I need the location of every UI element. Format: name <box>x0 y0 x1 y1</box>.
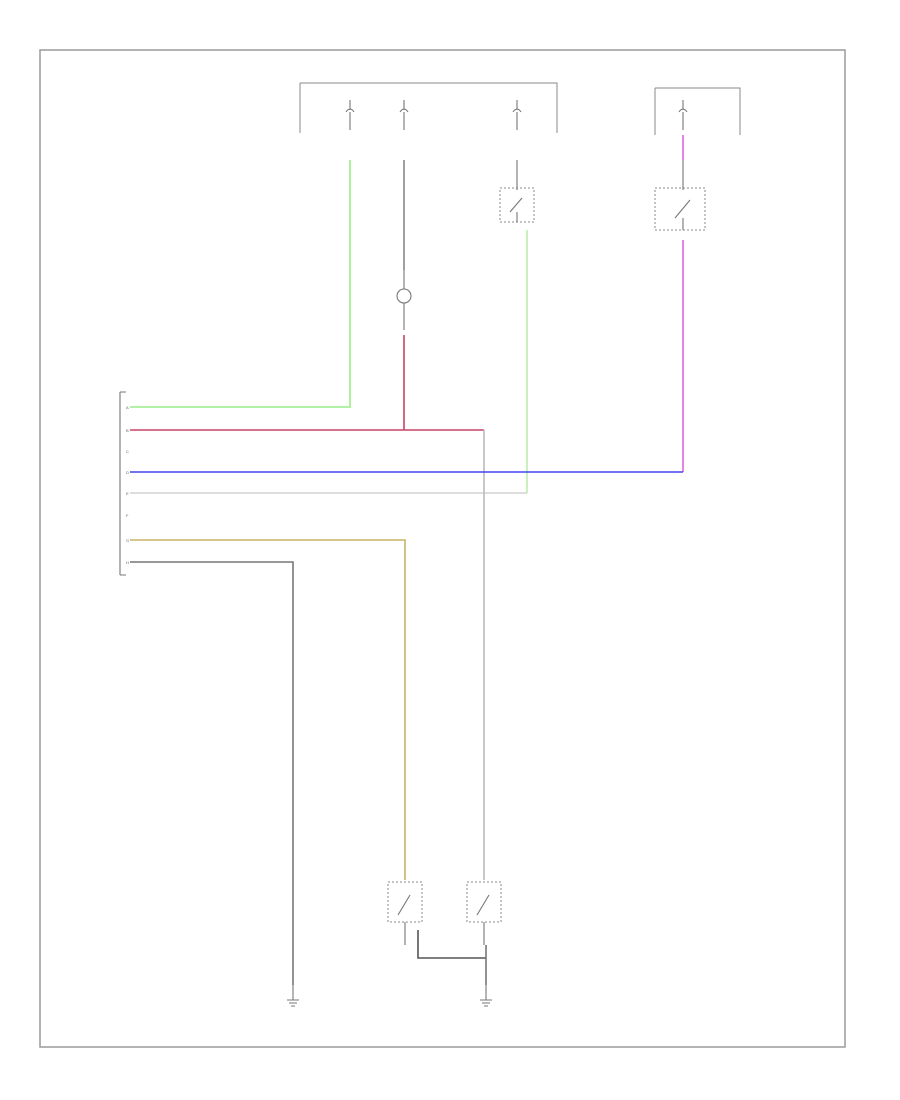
pin-label-c: C <box>126 449 129 454</box>
diagram-frame <box>39 49 846 1048</box>
switch-icon-upper <box>499 160 535 223</box>
fuse-3 <box>512 100 522 130</box>
pin-label-f: F <box>126 513 129 518</box>
pin-label-a: A <box>126 405 129 410</box>
yellow-wire <box>130 539 406 880</box>
gray-ground-wire <box>130 561 294 985</box>
control-module-connector <box>119 391 126 576</box>
pin-label-h: H <box>126 560 129 565</box>
pin-label-d: D <box>126 470 129 475</box>
indicator-bulb-icon <box>396 270 412 330</box>
green-wire <box>130 160 351 408</box>
pin-label-b: B <box>126 428 129 433</box>
seat-switch-icon <box>387 881 423 945</box>
combination-switch-icon <box>654 160 706 231</box>
fuse-panel-top <box>300 82 558 133</box>
fuse-panel-right-top <box>655 87 741 135</box>
fuse-2 <box>399 100 409 130</box>
fuse-1 <box>345 100 355 130</box>
pin-label-e: E <box>126 491 129 496</box>
buckle-switch-icon <box>466 881 502 945</box>
ground-icon-left <box>287 985 299 1007</box>
switch-link-wire <box>417 930 486 959</box>
ground-icon-right <box>480 985 492 1007</box>
fuse-4 <box>678 100 688 130</box>
pin-label-g: G <box>126 538 129 543</box>
